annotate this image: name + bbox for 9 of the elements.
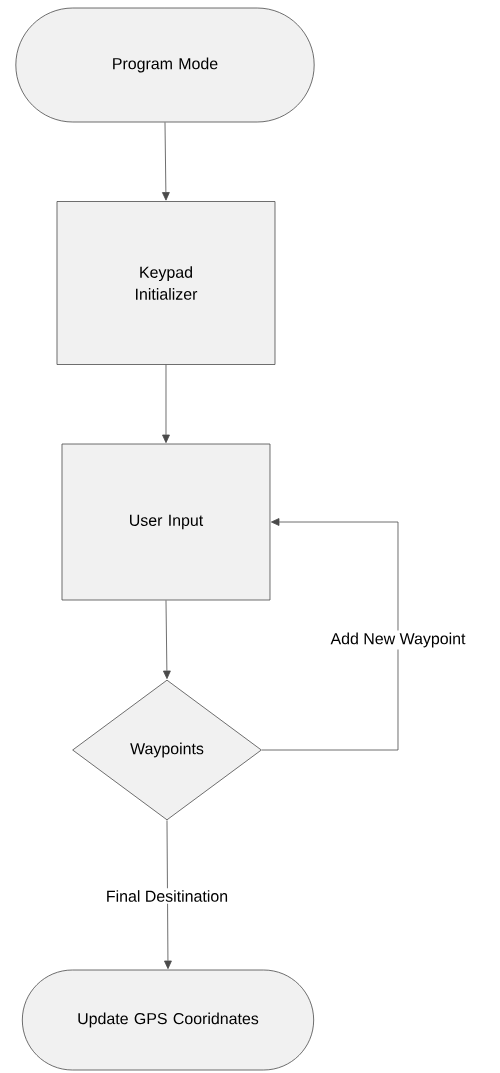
arrow [164, 820, 172, 970]
arrow [162, 364, 170, 444]
process-box: Keypad Initializer [56, 201, 276, 365]
edge-label: Final Desitination [103, 888, 231, 904]
process-box: User Input [61, 443, 271, 601]
arrow [163, 600, 171, 679]
arrow [162, 122, 170, 201]
arrow [261, 518, 399, 751]
edge-label: Add New Waypoint [328, 630, 468, 650]
